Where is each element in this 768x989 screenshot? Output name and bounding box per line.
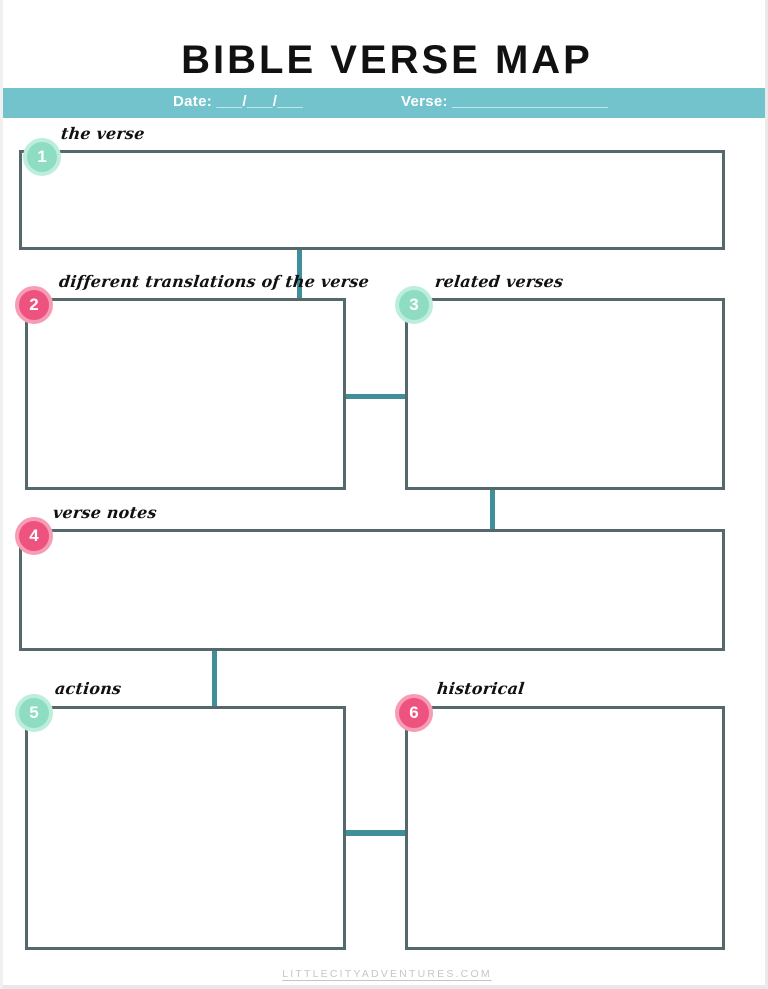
step-badge-6-number: 6 <box>409 703 419 722</box>
label-related-verses: related verses <box>434 272 565 291</box>
box-historical[interactable] <box>405 706 725 950</box>
label-actions: actions <box>54 679 123 698</box>
connector-2-to-3 <box>346 394 406 399</box>
footer-watermark[interactable]: LITTLECITYADVENTURES.COM <box>282 968 492 980</box>
step-badge-5[interactable]: 5 <box>15 694 53 732</box>
step-badge-4-number: 4 <box>29 526 39 545</box>
label-historical: historical <box>436 679 526 698</box>
step-badge-5-number: 5 <box>29 703 39 722</box>
connector-4-to-5 <box>212 651 217 706</box>
verse-field-label[interactable]: Verse: __________________ <box>401 93 608 110</box>
step-badge-4[interactable]: 4 <box>15 517 53 555</box>
step-badge-2[interactable]: 2 <box>15 286 53 324</box>
box-the-verse[interactable] <box>19 150 725 250</box>
connector-1-to-2 <box>297 250 302 300</box>
step-badge-2-number: 2 <box>29 295 39 314</box>
footer-divider <box>3 985 765 989</box>
label-different-translations: different translations of the verse <box>58 272 371 291</box>
connector-5-to-6 <box>346 830 406 836</box>
label-verse-notes: verse notes <box>52 503 158 522</box>
step-badge-3-number: 3 <box>409 295 419 314</box>
connector-3-to-4 <box>490 489 495 529</box>
step-badge-3[interactable]: 3 <box>395 286 433 324</box>
date-verse-bar: Date: ___/___/___ Verse: _______________… <box>3 88 765 118</box>
step-badge-6[interactable]: 6 <box>395 694 433 732</box>
box-actions[interactable] <box>25 706 346 950</box>
step-badge-1[interactable]: 1 <box>23 138 61 176</box>
step-badge-1-number: 1 <box>37 147 47 166</box>
page-title: BIBLE VERSE MAP <box>181 38 593 82</box>
date-field-label[interactable]: Date: ___/___/___ <box>173 93 304 110</box>
box-different-translations[interactable] <box>25 298 346 490</box>
label-the-verse: the verse <box>60 124 146 143</box>
box-related-verses[interactable] <box>405 298 725 490</box>
box-verse-notes[interactable] <box>19 529 725 651</box>
